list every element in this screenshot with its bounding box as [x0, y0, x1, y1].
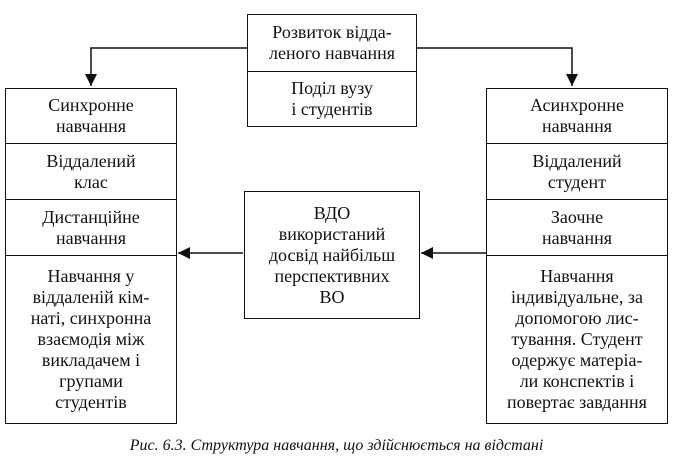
arrow-top-to-right	[417, 47, 578, 86]
left-box-remote-class: Віддалений клас	[6, 143, 176, 199]
right-box-correspondence: Заочне навчання	[487, 199, 667, 255]
left-box-description: Навчання у віддаленій кім- наті, синхрон…	[6, 255, 176, 422]
right-stack: Асинхронне навчання Віддалений студент З…	[486, 88, 668, 424]
arrow-top-to-left	[85, 47, 247, 86]
figure-caption: Рис. 6.3. Структура навчання, що здійсню…	[129, 437, 544, 454]
top-box-development: Розвиток відда- леного навчання	[268, 22, 396, 63]
top-box-division: Поділ вузу і студентів	[248, 71, 416, 125]
center-box-vdo: ВДО використаний досвід найбільш перспек…	[244, 191, 420, 319]
top-stack: Розвиток відда- леного навчання Поділ ву…	[247, 14, 417, 127]
left-box-synchronous: Синхронне навчання	[48, 95, 134, 136]
right-box-description: Навчання індивідуальне, за допомогою лис…	[487, 255, 667, 422]
right-box-remote-student: Віддалений студент	[487, 143, 667, 199]
left-stack: Синхронне навчання Віддалений клас Диста…	[5, 88, 177, 424]
right-box-asynchronous: Асинхронне навчання	[529, 95, 625, 136]
left-box-distance: Дистанційне навчання	[6, 199, 176, 255]
